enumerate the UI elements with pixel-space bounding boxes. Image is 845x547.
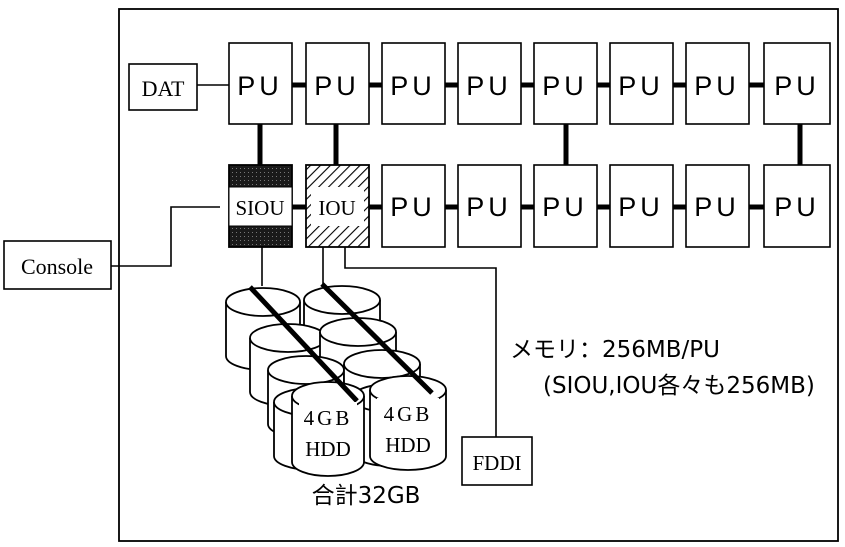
pu-box [533,42,598,125]
console-box [3,240,112,290]
pu-label: PU [542,192,588,222]
siou-label-band [228,186,293,227]
pu-row-top: PU PU PU PU PU PU PU PU [228,42,831,125]
pu-label: PU [774,71,820,101]
pu-label: PU [390,192,436,222]
pu-label: PU [390,71,436,101]
iou-label-band [311,187,364,226]
pu-box [381,42,446,125]
pu-box [763,42,831,125]
hdd-capacity-label: 4GB [384,402,433,426]
iou-unit: IOU [305,164,370,248]
dat-box [128,63,198,111]
pu-label: PU [314,71,360,101]
thick-bus-connectors [257,82,803,210]
hdd-labels: 4GB HDD 4GB HDD [299,398,439,461]
hdd-capacity-label: 4GB [304,406,353,430]
pu-label: PU [694,71,740,101]
dat-label: DAT [142,76,185,101]
pu-box [609,164,674,248]
pu-box [457,164,522,248]
fddi-label: FDDI [472,451,521,475]
memory-note: メモリ：256MB/PU [510,337,720,363]
pu-box [305,42,370,125]
pu-box [228,42,293,125]
system-enclosure [118,8,839,542]
pu-box [533,164,598,248]
siou-label: SIOU [235,196,284,220]
console-label: Console [21,254,93,279]
pu-box [609,42,674,125]
pu-label: PU [694,192,740,222]
thin-connectors [111,84,497,437]
pu-box [381,164,446,248]
iou-label: IOU [318,196,355,220]
hdd-label: HDD [385,433,431,457]
hdd-total-label: 合計32GB [312,483,421,509]
fddi-box [461,436,533,486]
pu-label: PU [466,192,512,222]
pu-label: PU [466,71,512,101]
pu-box [457,42,522,125]
pu-row-bottom: PU PU PU PU PU PU [381,164,831,248]
hdd-label: HDD [305,437,351,461]
pu-box [685,42,750,125]
pu-label: PU [618,71,664,101]
pu-box [763,164,831,248]
pu-label: PU [237,71,283,101]
memory-sub-note: (SIOU,IOU各々も256MB) [543,373,815,399]
siou-unit: SIOU [228,164,293,248]
pu-label: PU [542,71,588,101]
pu-box [685,164,750,248]
pu-label: PU [774,192,820,222]
pu-label: PU [618,192,664,222]
